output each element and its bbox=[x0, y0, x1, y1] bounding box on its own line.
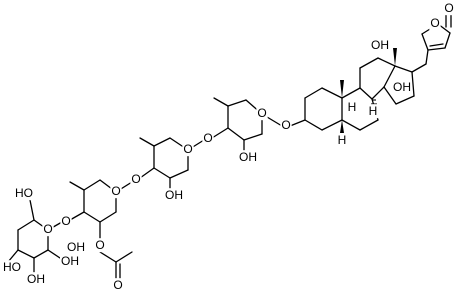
sugar-ring-1 bbox=[213, 97, 263, 153]
atom-ring2-o: O bbox=[183, 142, 192, 156]
atom-ho-ch2: HO bbox=[15, 186, 33, 200]
atom-o-acetyl: O bbox=[95, 238, 104, 252]
atom-o-link-2-3: O bbox=[131, 172, 140, 186]
steroid-ring-a bbox=[304, 80, 344, 133]
atom-ring3-o: O bbox=[111, 184, 120, 198]
acetyl-group bbox=[99, 251, 133, 279]
atom-oh-4c: OH bbox=[27, 272, 45, 286]
atom-o-link-3-4: O bbox=[61, 214, 70, 228]
glucose-ring bbox=[7, 199, 61, 273]
atom-h-5: H bbox=[338, 133, 347, 147]
atom-oh-4a: OH bbox=[61, 254, 79, 268]
sugar-ring-2 bbox=[139, 137, 189, 191]
steroid-ring-c bbox=[359, 57, 396, 109]
atom-h-9: H bbox=[348, 100, 357, 114]
atom-lactone-carbonyl-o: O bbox=[444, 1, 453, 15]
sugar-ring-3 bbox=[69, 179, 117, 241]
atom-h-8: H bbox=[369, 104, 378, 118]
atom-ho-4b: HO bbox=[3, 260, 21, 274]
atom-oh-ring2: OH bbox=[165, 188, 183, 202]
atom-acetyl-o: O bbox=[113, 278, 122, 292]
atom-lactone-ring-o: O bbox=[430, 16, 439, 30]
atom-labels: O O OH OH H H H O O OH O O OH O O O O O … bbox=[2, 1, 455, 293]
atom-ring4-o: O bbox=[43, 222, 52, 236]
atom-ring1-o: O bbox=[257, 106, 266, 120]
atom-o-glyco-aglycone: O bbox=[281, 118, 290, 132]
atom-oh-14: OH bbox=[393, 80, 411, 94]
atom-o-link-1-2: O bbox=[203, 131, 212, 145]
atom-oh-ring1: OH bbox=[239, 150, 257, 164]
steroid-ring-d bbox=[383, 48, 427, 105]
atom-oh-4d: OH bbox=[67, 240, 85, 254]
atom-oh-12: OH bbox=[371, 38, 389, 52]
